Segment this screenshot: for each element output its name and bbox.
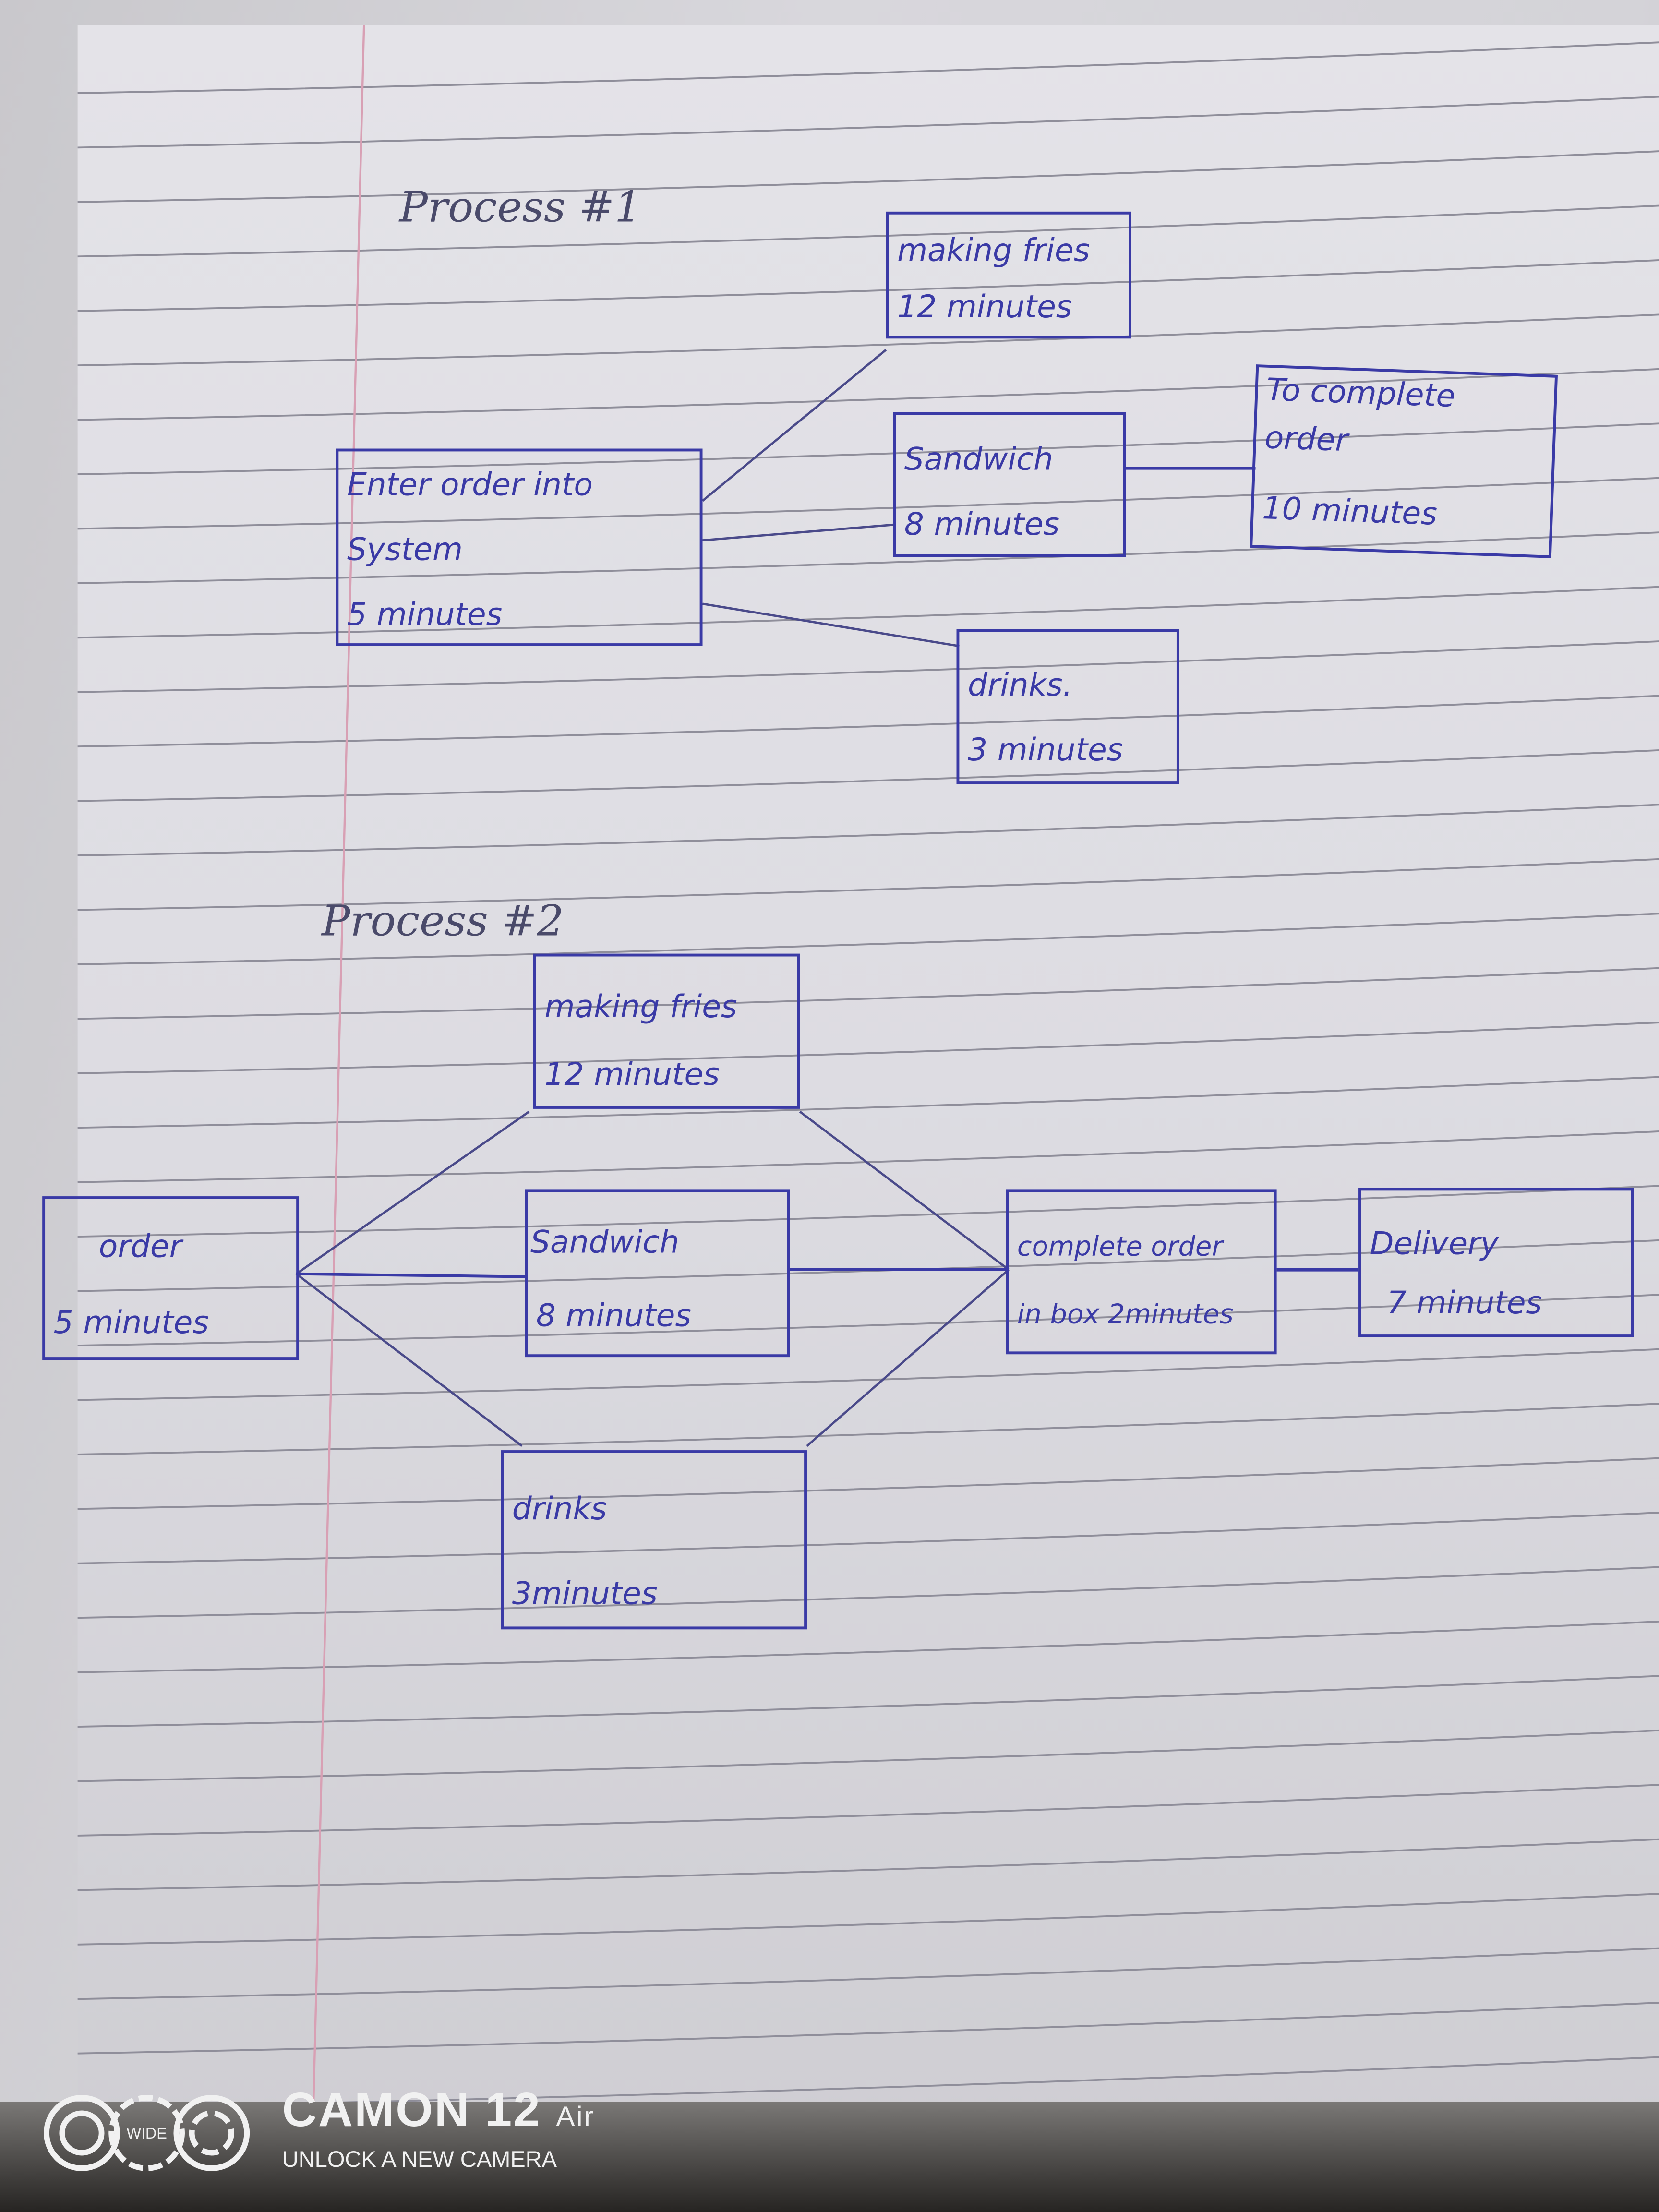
ruled-line	[77, 1784, 1659, 1837]
ruled-line	[77, 858, 1659, 911]
process1-title: Process #1	[399, 183, 642, 233]
margin-line	[312, 25, 365, 2116]
ruled-line	[77, 1947, 1659, 2000]
notebook-page	[77, 25, 1659, 2128]
box-label: making fries	[544, 990, 737, 1026]
brand-suffix: Air	[556, 2102, 595, 2133]
box-label: drinks	[512, 1492, 607, 1528]
ruled-line	[77, 204, 1659, 258]
ruled-line	[77, 2002, 1659, 2055]
brand-name: CAMON 12 Air	[282, 2085, 595, 2136]
p2-connector-order-drinks	[295, 1273, 523, 1447]
box-duration: 8 minutes	[536, 1299, 692, 1335]
ruled-line	[77, 1403, 1659, 1455]
p2-box-complete-order: complete order in box 2minutes	[1006, 1189, 1277, 1355]
box-duration: 12 minutes	[897, 290, 1072, 326]
ruled-line	[77, 695, 1659, 748]
ruled-line	[77, 41, 1659, 94]
box-label: To complete	[1265, 373, 1456, 415]
ruled-line	[77, 1457, 1659, 1510]
p1-box-enter-order: Enter order into System 5 minutes	[336, 448, 703, 646]
p1-box-drinks: drinks. 3 minutes	[956, 629, 1179, 784]
p2-connector-order-fries	[295, 1110, 530, 1275]
box-duration: 7 minutes	[1386, 1286, 1542, 1322]
box-duration: 12 minutes	[544, 1058, 720, 1094]
p1-connector-drinks	[702, 602, 960, 648]
ruled-line	[77, 1076, 1659, 1129]
table-surface	[0, 2102, 1659, 2212]
box-label: Sandwich	[530, 1226, 680, 1262]
box-duration: 5 minutes	[53, 1306, 209, 1342]
wide-label: WIDE	[126, 2125, 167, 2142]
brand-tagline: UNLOCK A NEW CAMERA	[282, 2148, 557, 2173]
p1-box-fries: making fries 12 minutes	[886, 211, 1131, 339]
camera-watermark: WIDE CAMON 12 Air UNLOCK A NEW CAMERA	[39, 2085, 632, 2198]
box-duration: 3minutes	[512, 1577, 658, 1613]
p1-box-sandwich: Sandwich 8 minutes	[893, 412, 1126, 557]
box-duration: in box 2minutes	[1017, 1299, 1234, 1331]
p1-connector-fries	[702, 349, 887, 502]
camera-mode-icons: WIDE	[44, 2095, 250, 2171]
ruled-line	[77, 1022, 1659, 1074]
box-label: drinks.	[968, 668, 1073, 704]
p2-box-delivery: Delivery 7 minutes	[1358, 1188, 1634, 1337]
ruled-line	[77, 313, 1659, 367]
ruled-line	[77, 640, 1659, 693]
process2-title: Process #2	[322, 897, 564, 947]
box-label: order	[98, 1230, 182, 1266]
ruled-line	[77, 477, 1659, 530]
box-duration: 10 minutes	[1262, 492, 1438, 533]
p2-box-order: order 5 minutes	[42, 1196, 300, 1360]
box-label: order	[1264, 421, 1349, 459]
p2-connector-fries-complete	[799, 1110, 1010, 1271]
p2-box-sandwich: Sandwich 8 minutes	[525, 1189, 790, 1358]
ruled-line	[77, 967, 1659, 1020]
box-label: Sandwich	[904, 443, 1053, 479]
box-label: complete order	[1017, 1231, 1223, 1263]
box-duration: 5 minutes	[347, 598, 503, 634]
ruled-line	[77, 913, 1659, 965]
box-label: System	[347, 533, 463, 569]
ruled-line	[77, 259, 1659, 312]
ruled-line	[77, 422, 1659, 475]
p1-connector-sandwich	[702, 523, 893, 541]
ruled-line	[77, 1130, 1659, 1183]
ruled-line	[77, 1348, 1659, 1401]
box-label: Delivery	[1370, 1227, 1499, 1263]
box-duration: 8 minutes	[904, 507, 1060, 543]
ruled-line	[77, 531, 1659, 584]
ruled-line	[77, 1239, 1659, 1292]
ruled-line	[77, 1675, 1659, 1728]
brand-model: CAMON 12	[282, 2083, 541, 2138]
ruled-line	[77, 586, 1659, 639]
p2-box-drinks: drinks 3minutes	[501, 1450, 807, 1630]
ruled-line	[77, 1294, 1659, 1346]
ruled-line	[77, 1185, 1659, 1238]
ruled-line	[77, 1512, 1659, 1564]
ruled-line	[77, 1566, 1659, 1619]
ruled-line	[77, 96, 1659, 149]
box-label: Enter order into	[347, 468, 593, 504]
ruled-line	[77, 1729, 1659, 1782]
p1-box-complete-order: To complete order 10 minutes	[1250, 364, 1558, 558]
ruled-line	[77, 1620, 1659, 1673]
box-label: making fries	[897, 234, 1090, 270]
ruled-line	[77, 368, 1659, 421]
p2-connector-order-sandwich	[296, 1272, 525, 1278]
ruled-line	[77, 804, 1659, 856]
p2-box-fries: making fries 12 minutes	[533, 953, 800, 1109]
ruled-line	[77, 150, 1659, 203]
box-duration: 3 minutes	[968, 733, 1123, 769]
ruled-line	[77, 1838, 1659, 1891]
ruled-line	[77, 749, 1659, 802]
p2-connector-drinks-complete	[806, 1269, 1010, 1447]
